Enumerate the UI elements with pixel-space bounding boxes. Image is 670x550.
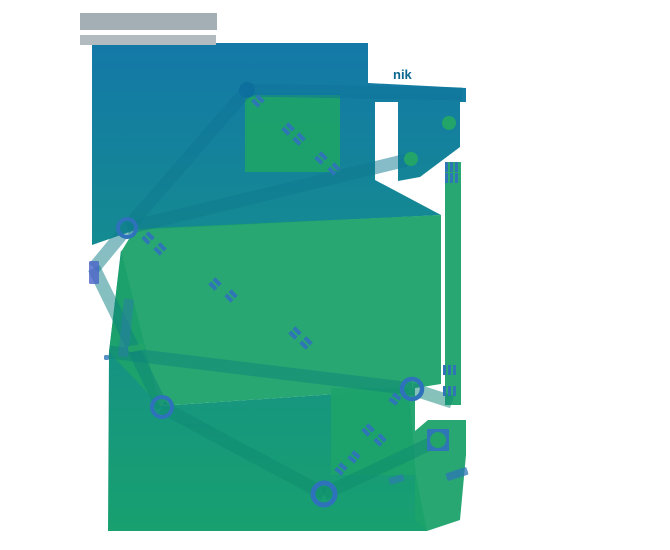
bar-tick-icon [445, 162, 458, 172]
edge-marker-icon [208, 277, 222, 291]
edge-marker-icon [141, 231, 155, 245]
edge-marker-icon [314, 151, 328, 165]
edge-marker-icon [288, 326, 302, 340]
edge-marker-icon [361, 423, 375, 437]
edge-marker-icon [153, 242, 167, 256]
edge [246, 83, 463, 101]
micro-label [89, 261, 99, 284]
micro-label [118, 298, 134, 358]
node[interactable] [404, 152, 418, 166]
edge-marker-icon [347, 450, 361, 464]
micro-label [445, 467, 469, 481]
title-bar-primary [80, 13, 217, 30]
diagram-face [245, 95, 340, 172]
micro-label [388, 474, 405, 485]
node[interactable] [150, 395, 174, 419]
edge-marker-icon [292, 132, 306, 146]
bar-tick-icon [445, 173, 458, 183]
edge-marker-icon [373, 433, 387, 447]
edge-marker-icon [299, 336, 313, 350]
edge [321, 435, 439, 500]
micro-label [104, 355, 109, 360]
node[interactable] [116, 217, 138, 239]
edge [125, 152, 413, 235]
edge [122, 85, 252, 233]
edge [409, 382, 455, 409]
edge [108, 345, 413, 396]
edge-marker-icon [251, 94, 265, 108]
edge-marker-icon [281, 122, 295, 136]
edge-marker-icon [334, 462, 348, 476]
node[interactable] [239, 82, 255, 98]
node[interactable] [310, 480, 338, 508]
bar-tick-icon [443, 365, 456, 375]
node[interactable] [430, 432, 446, 448]
node-label: nik [393, 67, 413, 82]
edge-marker-icon [388, 392, 402, 406]
edge [88, 265, 168, 410]
node[interactable] [399, 376, 425, 402]
diagram-face [445, 162, 461, 405]
edge [158, 401, 328, 500]
node[interactable] [442, 116, 456, 130]
edge-marker-icon [327, 162, 341, 176]
bar-tick-icon [443, 386, 456, 396]
micro-label [127, 343, 145, 353]
title-bar-secondary [80, 35, 216, 45]
edge-marker-icon [224, 289, 238, 303]
